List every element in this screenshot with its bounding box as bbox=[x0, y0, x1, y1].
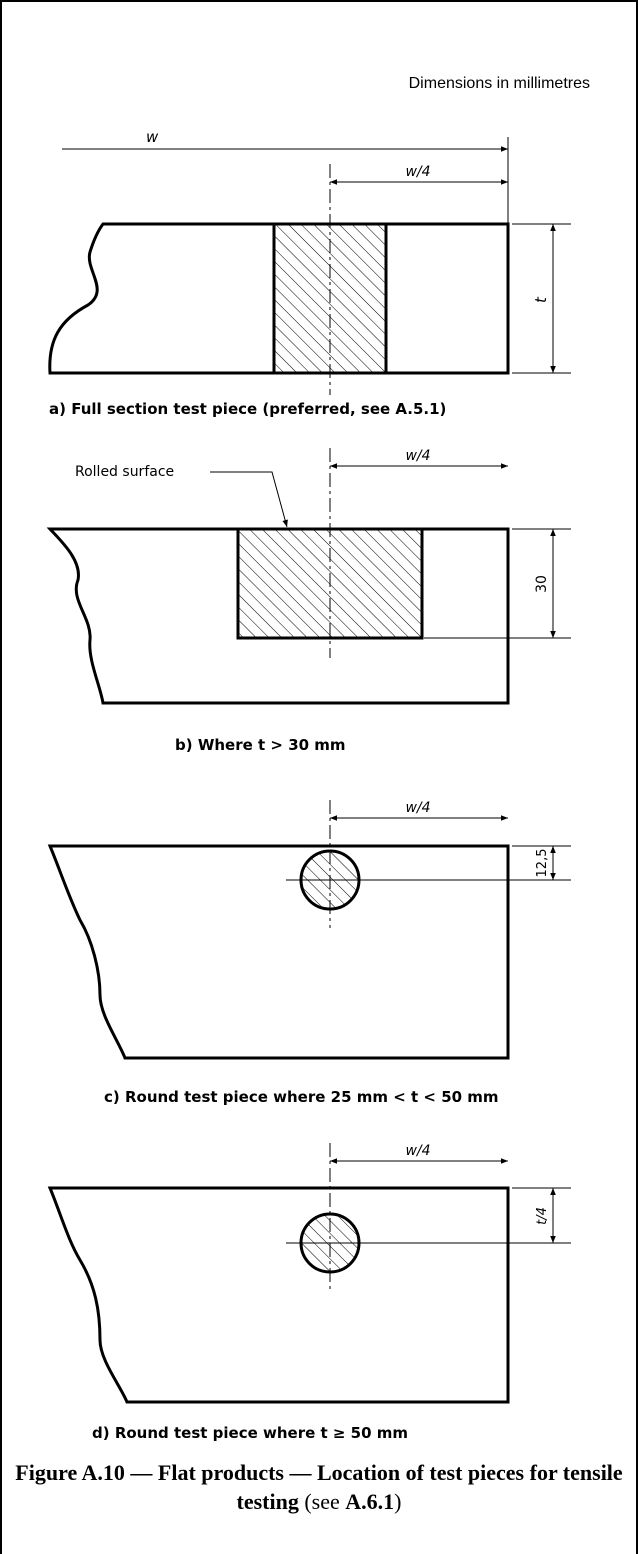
caption-main: Figure A.10 — Flat products — Location o… bbox=[15, 1460, 623, 1514]
figure-caption: Figure A.10 — Flat products — Location o… bbox=[0, 1458, 638, 1516]
plate-section-d bbox=[47, 1186, 510, 1404]
view-c: w/4 12,5 c) Round test piece where 25 mm… bbox=[47, 800, 571, 1106]
subcaption-d: d) Round test piece where t ≥ 50 mm bbox=[92, 1424, 408, 1442]
quarter-width-label: w/4 bbox=[405, 1143, 430, 1159]
rolled-surface-label: Rolled surface bbox=[75, 464, 174, 480]
leader-line bbox=[210, 471, 288, 528]
depth-label: 30 bbox=[534, 575, 550, 593]
plate-section-b bbox=[46, 527, 510, 705]
quarter-width-label: w/4 bbox=[405, 164, 430, 180]
view-d: w/4 t/4 d) Round test piece where t ≥ 50… bbox=[47, 1143, 571, 1442]
caption-ref-prefix: (see bbox=[304, 1489, 346, 1514]
quarter-width-label: w/4 bbox=[405, 800, 430, 816]
units-note: Dimensions in millimetres bbox=[409, 75, 590, 92]
width-label: w bbox=[146, 128, 159, 146]
offset-label: 12,5 bbox=[535, 849, 550, 878]
caption-ref-suffix: ) bbox=[394, 1489, 402, 1514]
view-b: w/4 Rolled surface 30 b) Where t > 30 mm bbox=[46, 448, 571, 754]
plate-section-a bbox=[48, 222, 510, 375]
subcaption-a: a) Full section test piece (preferred, s… bbox=[49, 400, 446, 418]
quarter-thickness-label: t/4 bbox=[535, 1207, 550, 1225]
caption-ref-clause: A.6.1 bbox=[345, 1489, 395, 1514]
thickness-label: t bbox=[532, 296, 550, 303]
subcaption-c: c) Round test piece where 25 mm < t < 50… bbox=[104, 1088, 499, 1106]
subcaption-b: b) Where t > 30 mm bbox=[175, 736, 346, 754]
view-a: w w/4 t a) Full section test piece (pref… bbox=[48, 128, 571, 418]
plate-section-c bbox=[47, 844, 510, 1060]
quarter-width-label: w/4 bbox=[405, 448, 430, 464]
